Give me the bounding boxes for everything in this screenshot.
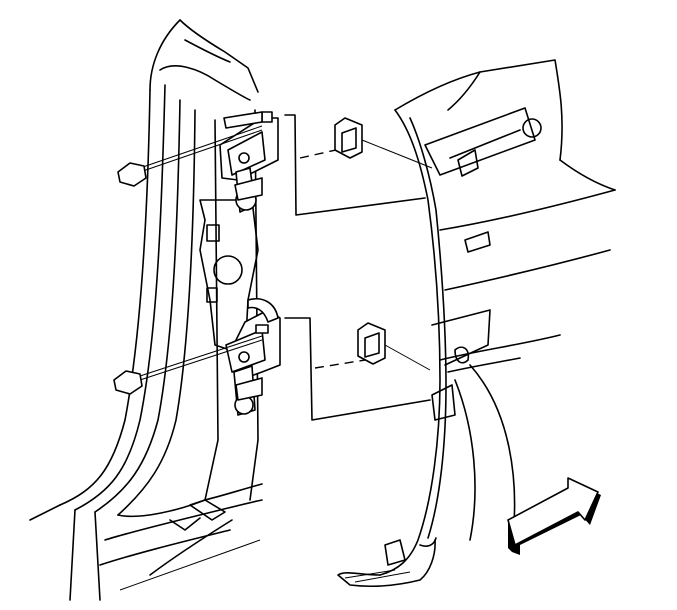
upper-hinge bbox=[219, 111, 279, 213]
lower-hinge bbox=[225, 298, 281, 416]
door-shell bbox=[337, 59, 616, 587]
view-direction-arrow bbox=[507, 477, 601, 555]
door-pads bbox=[334, 117, 433, 371]
leader-lines bbox=[284, 114, 431, 421]
body-pillar bbox=[29, 19, 263, 601]
upper-bolt bbox=[117, 125, 263, 187]
lower-bolt bbox=[113, 335, 263, 395]
